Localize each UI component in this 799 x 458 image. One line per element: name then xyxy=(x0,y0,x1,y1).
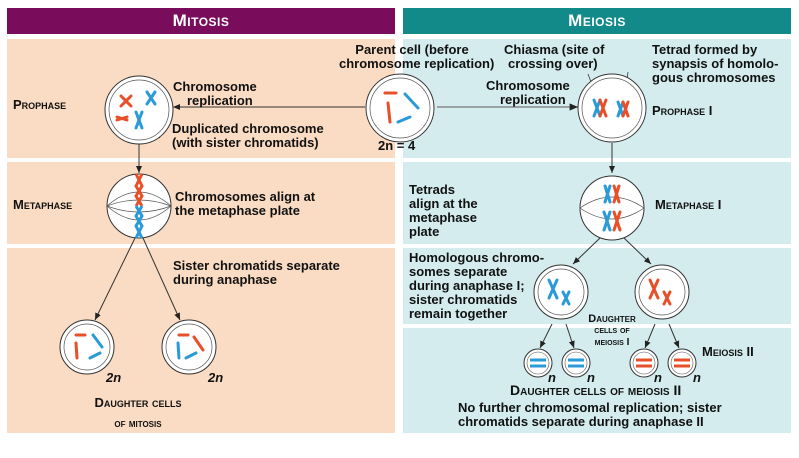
mitosis-replication-label: Chromosome replication xyxy=(173,80,257,108)
meiosis-ii-note-line1: No further chromosomal replication; sist… xyxy=(458,400,722,415)
meiosis-metaphase-note-line3: metaphase xyxy=(409,210,477,225)
mitosis-daughter-right-ploidy: 2n xyxy=(208,370,224,385)
parent-cell-label-line1: Parent cell (before xyxy=(355,42,469,57)
mitosis-prophase-panel xyxy=(7,39,395,158)
meiosis-ii-daughters-label: Daughter cells of meiosis II xyxy=(510,382,682,398)
meiosis-ii-panel xyxy=(403,328,791,433)
tetrad-line3: gous chromosomes xyxy=(652,70,776,85)
meiosis-anaphase-note-line5: remain together xyxy=(409,306,508,321)
mitosis-anaphase-note-line1: Sister chromatids separate xyxy=(173,258,340,273)
meiosis-prophase-label: Prophase I xyxy=(652,103,713,118)
mitosis-metaphase-note-line2: the metaphase plate xyxy=(175,203,300,218)
parent-cell-label-line2: chromosome replication) xyxy=(339,56,495,71)
mitosis-prophase-label: Prophase xyxy=(13,97,67,112)
mitosis-daughters-label: Daughter cells of mitosis xyxy=(64,393,212,433)
meiosis-ii-note: No further chromosomal replication; sist… xyxy=(458,401,722,429)
meiosis-ii-ploidy-4: n xyxy=(693,370,701,385)
mitosis-replication-line2: replication xyxy=(187,93,253,108)
meiosis-anaphase-note-line2: somes separate xyxy=(409,264,508,279)
meiosis-replication-label: Chromosome replication xyxy=(486,79,570,107)
parent-cell-label: Parent cell (before chromosome replicati… xyxy=(339,42,495,71)
meiosis-metaphase-note-line4: plate xyxy=(409,224,440,239)
meiosis-metaphase-note-line1: Tetrads xyxy=(409,182,455,197)
meiosis-ii-ploidy-3: n xyxy=(654,370,662,385)
meiosis-header: Meiosis xyxy=(403,8,791,34)
meiosis-ii-label: Meiosis II xyxy=(702,344,754,359)
mitosis-replication-line1: Chromosome xyxy=(173,79,257,94)
meiosis-metaphase-label: Metaphase I xyxy=(655,197,722,212)
mitosis-anaphase-note: Sister chromatids separate during anapha… xyxy=(173,259,340,287)
mitosis-anaphase-note-line2: during anaphase xyxy=(173,272,278,287)
mitosis-metaphase-label: Metaphase xyxy=(13,197,73,212)
chiasma-line1: Chiasma (site of xyxy=(504,42,605,57)
meiosis-anaphase-note: Homologous chromo- somes separate during… xyxy=(409,251,544,321)
mitosis-daughters-label-line2: of mitosis xyxy=(114,416,162,430)
mitosis-metaphase-note-line1: Chromosomes align at xyxy=(175,189,316,204)
duplicated-line2: (with sister chromatids) xyxy=(172,135,319,150)
duplicated-line1: Duplicated chromosome xyxy=(172,121,324,136)
chiasma-line2: crossing over) xyxy=(508,56,598,71)
meiosis-anaphase-note-line1: Homologous chromo- xyxy=(409,250,545,265)
meiosis-metaphase-note-line2: align at the xyxy=(409,196,478,211)
meiosis-ii-ploidy-2: n xyxy=(587,370,595,385)
meiosis-i-daughters-line3: meiosis I xyxy=(594,337,630,348)
tetrad-line1: Tetrad formed by xyxy=(652,42,758,57)
meiosis-i-daughters-line2: cells of xyxy=(594,325,630,336)
duplicated-chromosome-label: Duplicated chromosome (with sister chrom… xyxy=(172,122,324,150)
meiosis-i-daughters-line1: Daughter xyxy=(588,313,636,325)
mitosis-metaphase-panel xyxy=(7,162,395,244)
mitosis-metaphase-note: Chromosomes align at the metaphase plate xyxy=(175,190,315,218)
mitosis-header: Mitosis xyxy=(7,8,395,34)
meiosis-metaphase-note: Tetrads align at the metaphase plate xyxy=(409,183,478,239)
meiosis-anaphase-note-line3: during anaphase I; xyxy=(409,278,525,293)
tetrad-line2: synapsis of homolo- xyxy=(652,56,779,71)
parent-ploidy: 2n = 4 xyxy=(378,138,416,153)
mitosis-daughters-label-line1: Daughter cells xyxy=(94,395,182,410)
chiasma-label: Chiasma (site of crossing over) xyxy=(504,43,604,71)
meiosis-anaphase-note-line4: sister chromatids xyxy=(409,292,518,307)
meiosis-i-daughters-label: Daughter cells of meiosis I xyxy=(584,313,640,349)
meiosis-ii-note-line2: chromatids separate during anaphase II xyxy=(458,414,704,429)
meiosis-ii-ploidy-1: n xyxy=(548,370,556,385)
meiosis-replication-line2: replication xyxy=(500,92,566,107)
mitosis-daughter-left-ploidy: 2n xyxy=(106,370,122,385)
tetrad-label: Tetrad formed by synapsis of homolo- gou… xyxy=(652,43,778,85)
meiosis-replication-line1: Chromosome xyxy=(486,78,570,93)
